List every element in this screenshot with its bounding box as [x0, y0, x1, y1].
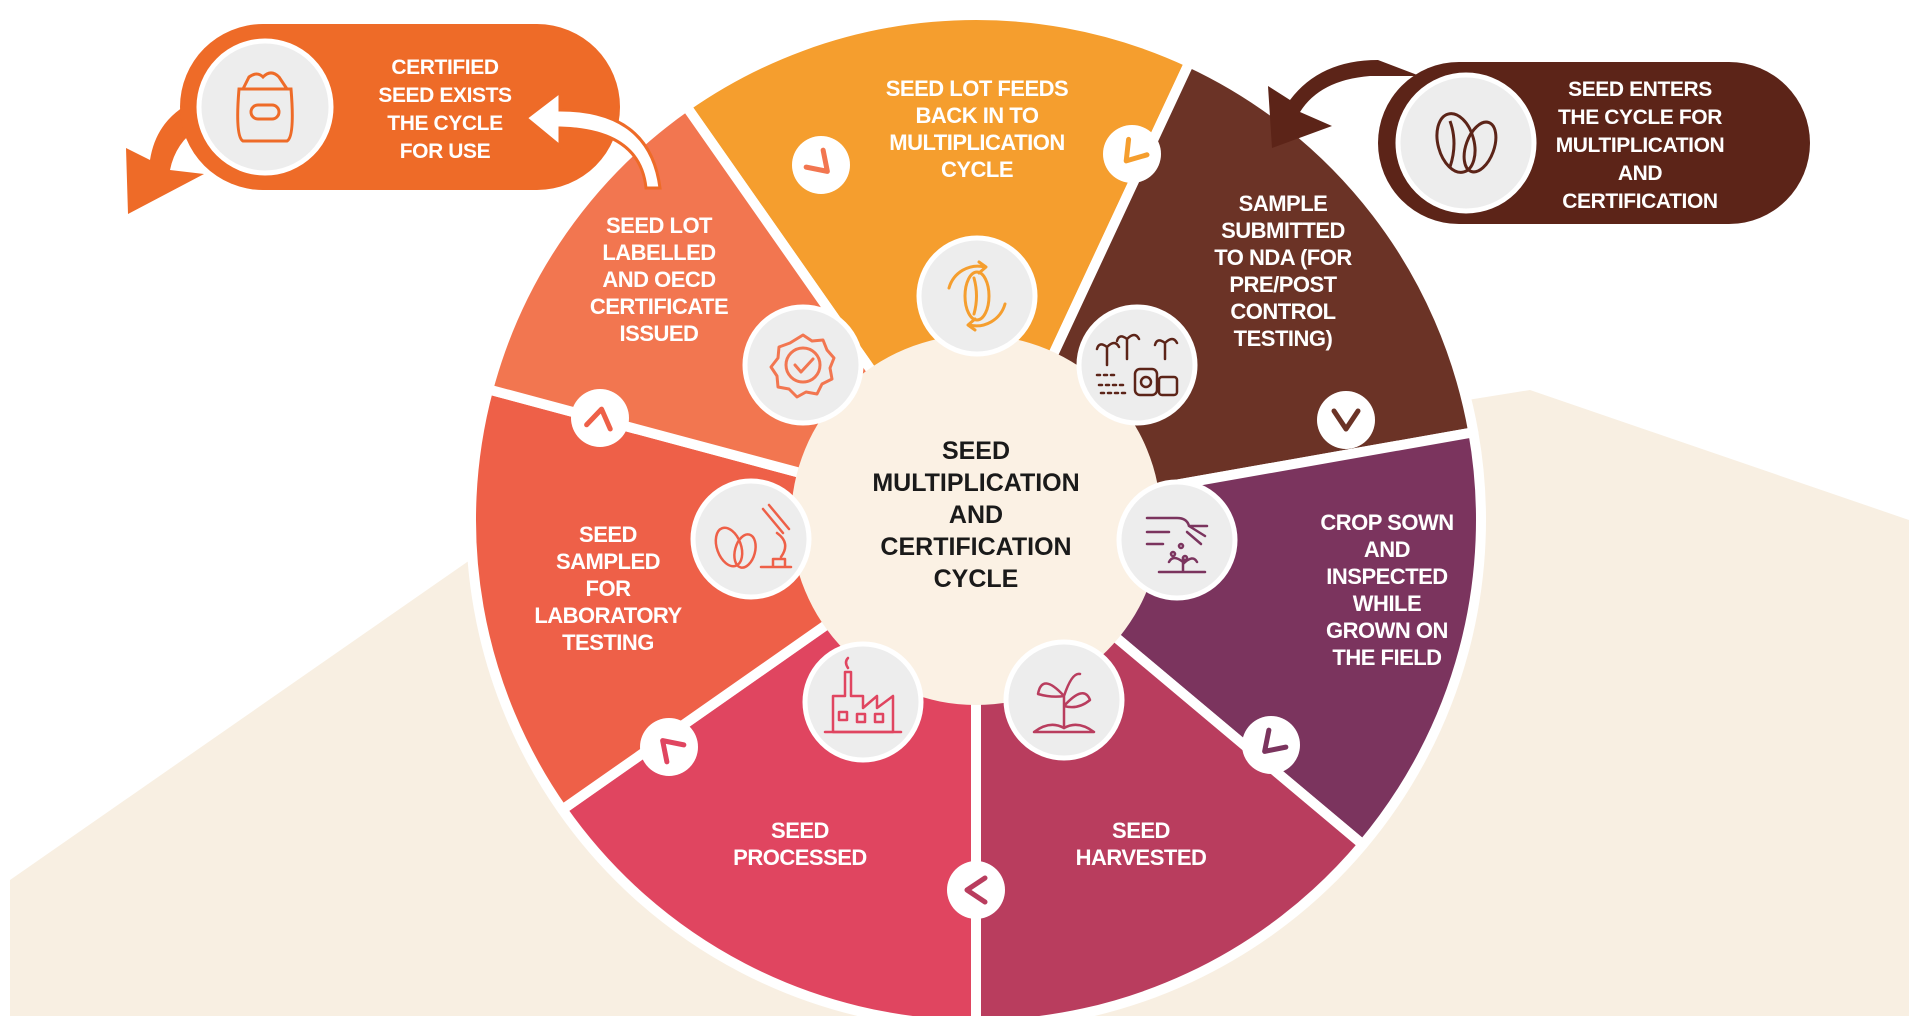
label-seed-harvested: SEED HARVESTED	[1076, 818, 1207, 870]
exit-line: CERTIFIED	[391, 56, 498, 79]
entry-line: AND	[1618, 162, 1663, 185]
arrow-connector	[571, 389, 629, 447]
label-seed-sampled: SEED SAMPLED FOR LABORATORY TESTING	[534, 522, 683, 655]
plants-and-sample-bags-icon	[1076, 304, 1198, 426]
factory-icon	[802, 641, 924, 763]
label-line: CERTIFICATE	[590, 294, 728, 319]
entry-arrow	[1268, 60, 1420, 148]
exit-line: SEED EXISTS	[378, 84, 512, 107]
label-line: AND OECD	[602, 267, 715, 292]
arrow-connector	[947, 861, 1005, 919]
exit-pill-icon-circle	[196, 38, 334, 176]
entry-line: CERTIFICATION	[1562, 190, 1717, 213]
label-line: PROCESSED	[733, 845, 867, 870]
arrow-connector	[792, 136, 850, 194]
center-line-5: CYCLE	[934, 565, 1019, 593]
label-line: AND	[1364, 537, 1410, 562]
label-line: HARVESTED	[1076, 845, 1207, 870]
exit-arrow	[126, 88, 250, 214]
exit-line: FOR USE	[400, 140, 491, 163]
label-seed-processed: SEED PROCESSED	[733, 818, 867, 870]
label-line: THE FIELD	[1332, 645, 1441, 670]
sprouting-plant-icon	[1003, 639, 1125, 761]
entry-line: MULTIPLICATION	[1556, 134, 1725, 157]
label-line: GROWN ON	[1326, 618, 1448, 643]
label-line: SEED	[579, 522, 637, 547]
exit-line: THE CYCLE	[387, 112, 503, 135]
label-line: ISSUED	[620, 321, 699, 346]
label-line: PRE/POST	[1229, 272, 1337, 297]
center-line-4: CERTIFICATION	[880, 533, 1071, 561]
label-line: SEED	[1112, 818, 1170, 843]
label-line: BACK IN TO	[916, 103, 1039, 128]
label-line: TESTING)	[1234, 326, 1333, 351]
entry-line: THE CYCLE FOR	[1558, 106, 1722, 129]
exit-pill: CERTIFIED SEED EXISTS THE CYCLE FOR USE	[126, 24, 662, 214]
label-line: TO NDA (FOR	[1214, 245, 1352, 270]
label-line: LABELLED	[602, 240, 715, 265]
label-line: SAMPLE	[1239, 191, 1328, 216]
segment-labels: SEED LOT FEEDS BACK IN TO MULTIPLICATION…	[534, 76, 1454, 870]
label-line: FOR	[586, 576, 632, 601]
label-sample-submitted: SAMPLE SUBMITTED TO NDA (FOR PRE/POST CO…	[1214, 191, 1353, 351]
label-line: SEED LOT FEEDS	[886, 76, 1068, 101]
label-line: SAMPLED	[556, 549, 660, 574]
label-line: CYCLE	[941, 157, 1013, 182]
entry-line: SEED ENTERS	[1568, 78, 1712, 101]
seeds-and-microscope-icon	[690, 478, 812, 600]
center-line-1: SEED	[942, 437, 1010, 465]
center-circle	[791, 335, 1161, 705]
step-arrows	[571, 125, 1375, 919]
label-line: CONTROL	[1230, 299, 1335, 324]
hand-sowing-seeds-icon	[1116, 479, 1238, 601]
label-line: TESTING	[562, 630, 654, 655]
label-seed-labelled: SEED LOT LABELLED AND OECD CERTIFICATE I…	[590, 213, 729, 346]
almond-seed-icon	[1435, 112, 1498, 174]
label-line: SUBMITTED	[1221, 218, 1345, 243]
arrow-connector	[1103, 125, 1161, 183]
label-line: MULTIPLICATION	[889, 130, 1065, 155]
entry-pill: SEED ENTERS THE CYCLE FOR MULTIPLICATION…	[1268, 60, 1810, 224]
exit-return-arrow	[523, 88, 662, 190]
label-line: LABORATORY	[534, 603, 682, 628]
label-line: SEED LOT	[606, 213, 713, 238]
seed-cycle-icon	[916, 235, 1038, 357]
certified-badge-icon	[742, 304, 864, 426]
arrow-connector	[1317, 391, 1375, 449]
label-feeds-back: SEED LOT FEEDS BACK IN TO MULTIPLICATION…	[886, 76, 1069, 182]
center-line-2: MULTIPLICATION	[872, 469, 1079, 497]
label-line: WHILE	[1353, 591, 1421, 616]
label-crop-sown: CROP SOWN AND INSPECTED WHILE GROWN ON T…	[1320, 510, 1454, 670]
arrow-connector	[640, 718, 698, 776]
label-line: INSPECTED	[1326, 564, 1447, 589]
icon-circles	[690, 235, 1238, 763]
seed-bag-icon	[236, 71, 294, 143]
label-line: CROP SOWN	[1320, 510, 1453, 535]
center-line-3: AND	[949, 501, 1003, 529]
arrow-connector	[1242, 716, 1300, 774]
label-line: SEED	[771, 818, 829, 843]
center-title: SEED MULTIPLICATION AND CERTIFICATION CY…	[872, 437, 1079, 593]
